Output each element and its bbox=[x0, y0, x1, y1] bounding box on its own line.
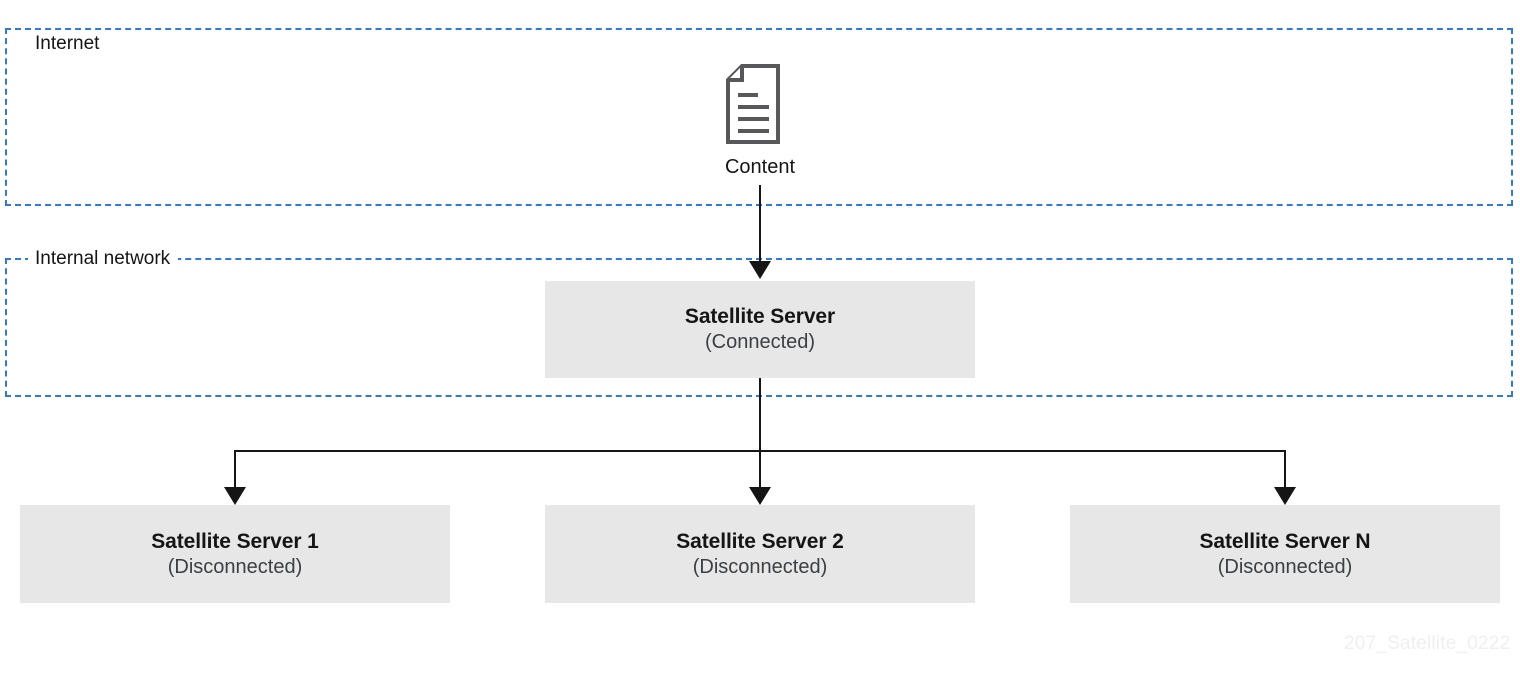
document-icon bbox=[725, 64, 795, 149]
node-title: Satellite Server bbox=[684, 305, 836, 328]
arrowhead-content-to-server bbox=[749, 261, 771, 279]
connector-drop-center bbox=[758, 450, 762, 490]
content-node-label: Content bbox=[724, 156, 796, 178]
zone-internet-label: Internet bbox=[28, 34, 108, 53]
arrowhead-satellite-1 bbox=[224, 487, 246, 505]
connector-drop-right bbox=[1283, 450, 1287, 490]
arrowhead-satellite-n bbox=[1274, 487, 1296, 505]
node-satellite-server-1[interactable]: Satellite Server 1 (Disconnected) bbox=[20, 505, 450, 603]
node-satellite-server-connected[interactable]: Satellite Server (Connected) bbox=[545, 281, 975, 378]
connector-content-to-server bbox=[758, 185, 762, 262]
node-satellite-server-n[interactable]: Satellite Server N (Disconnected) bbox=[1070, 505, 1500, 603]
node-satellite-server-2[interactable]: Satellite Server 2 (Disconnected) bbox=[545, 505, 975, 603]
node-title: Satellite Server 1 bbox=[151, 529, 319, 553]
node-status: (Connected) bbox=[704, 331, 816, 353]
node-title: Satellite Server N bbox=[1199, 529, 1371, 553]
content-node: Content bbox=[660, 64, 860, 179]
zone-internal-network-label: Internal network bbox=[28, 249, 179, 268]
node-title: Satellite Server 2 bbox=[676, 529, 844, 553]
arrowhead-satellite-2 bbox=[749, 487, 771, 505]
connector-drop-left bbox=[233, 450, 237, 490]
watermark: 207_Satellite_0222 bbox=[1344, 633, 1511, 654]
node-status: (Disconnected) bbox=[692, 555, 828, 578]
node-status: (Disconnected) bbox=[1217, 555, 1353, 578]
connector-server-stem bbox=[758, 378, 762, 452]
node-status: (Disconnected) bbox=[167, 555, 303, 578]
